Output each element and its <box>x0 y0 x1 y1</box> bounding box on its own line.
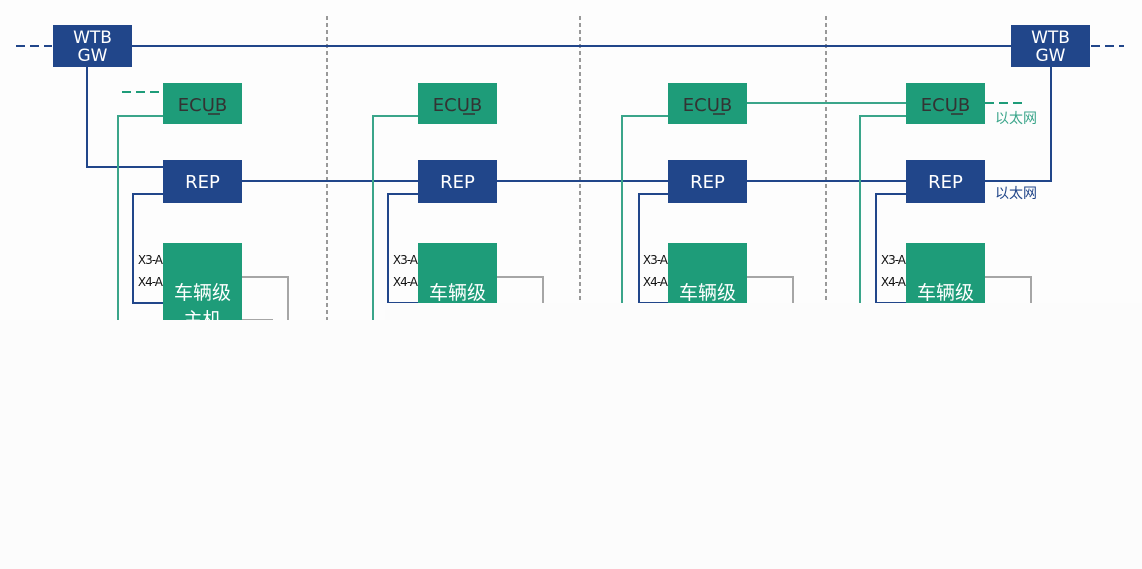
ecub-label: ECUB <box>683 95 732 116</box>
ecub-ethernet-line <box>372 115 418 330</box>
wtb-gw-right: WTB GW <box>1011 25 1090 67</box>
port-x3-label: X3-A <box>643 253 669 267</box>
car-3: ECUB REP 车辆级 X3-A X4-A <box>621 83 794 333</box>
ecub-ethernet-line <box>859 115 906 330</box>
port-x4-label: X4-A <box>881 275 907 289</box>
ecub-label: ECUB <box>433 95 482 116</box>
ethernet-label-green: 以太网 <box>995 111 1037 127</box>
ecub-ethernet-line <box>621 115 668 330</box>
car-2: ECUB REP 车辆级 X3-A X4-A <box>372 83 544 333</box>
wtb-gw-right-line2: GW <box>1036 46 1066 66</box>
ecub-box: ECUB <box>906 83 985 124</box>
cutoff-area-right <box>385 303 1142 323</box>
wtb-gw-left-line2: GW <box>78 46 108 66</box>
port-x4-label: X4-A <box>393 275 419 289</box>
rep-box: REP <box>668 160 747 203</box>
ecub-box: ECUB <box>163 83 242 124</box>
rep-label: REP <box>185 172 220 193</box>
head-unit-label: 车辆级 <box>174 282 231 304</box>
head-unit-label: 车辆级 <box>917 282 974 304</box>
rep-label: REP <box>440 172 475 193</box>
port-x3-label: X3-A <box>393 253 419 267</box>
gw-right-to-rep-line <box>985 67 1052 182</box>
rep-box: REP <box>418 160 497 203</box>
rep-label: REP <box>928 172 963 193</box>
rep-box: REP <box>163 160 242 203</box>
ecub-ethernet-line <box>117 115 163 330</box>
head-unit-label: 车辆级 <box>429 282 486 304</box>
port-x4-label: X4-A <box>643 275 669 289</box>
port-x3-label: X3-A <box>881 253 907 267</box>
wtb-gw-left-line1: WTB <box>73 28 112 48</box>
wtb-gw-right-line1: WTB <box>1031 28 1070 48</box>
car-1: ECUB REP 车辆级主机X3-A X4-A <box>117 83 289 333</box>
gw-left-to-rep-line <box>86 67 163 168</box>
rep-box: REP <box>906 160 985 203</box>
rep-label: REP <box>690 172 725 193</box>
ecub-label: ECUB <box>921 95 970 116</box>
head-unit-aux-line <box>242 276 289 330</box>
ecub-box: ECUB <box>418 83 497 124</box>
port-x3-label: X3-A <box>138 253 164 267</box>
head-unit-label: 车辆级 <box>679 282 736 304</box>
cutoff-area-left <box>0 320 1142 569</box>
port-x4-label: X4-A <box>138 275 164 289</box>
ecub-box: ECUB <box>668 83 747 124</box>
ethernet-label-blue: 以太网 <box>995 186 1037 202</box>
wtb-gw-left: WTB GW <box>53 25 132 67</box>
head-unit-box: 车辆级主机 <box>163 243 242 333</box>
ecub-label: ECUB <box>178 95 227 116</box>
rep-to-head-unit-line <box>132 193 163 304</box>
